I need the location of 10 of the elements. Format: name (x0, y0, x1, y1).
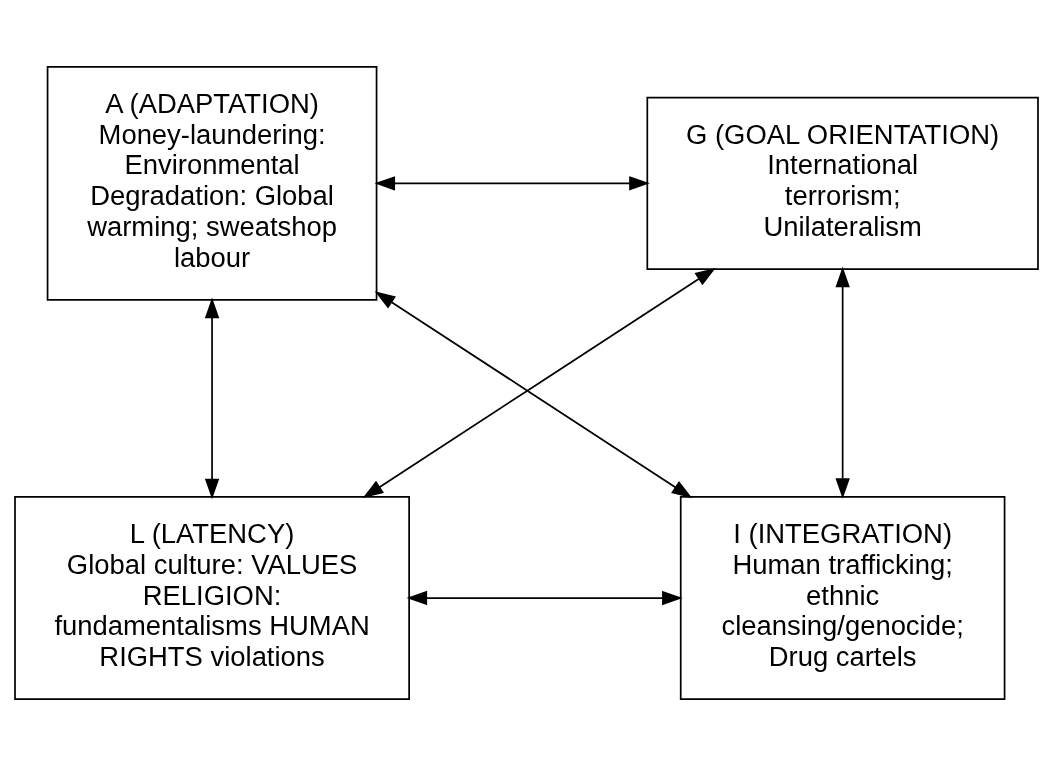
node-box: A (ADAPTATION) Money-laundering: Environmental Degradation: Global warming; sweatshop labour (46, 65, 378, 301)
arrow (374, 290, 693, 498)
node-box: I (INTEGRATION) Human trafficking; ethnic cleansing/genocide; Drug cartels (679, 495, 1006, 700)
node-box: L (LATENCY) Global culture: VALUES RELIGION: fundamentalisms HUMAN RIGHTS violations (14, 495, 410, 700)
arrow (406, 590, 683, 605)
arrow (374, 175, 650, 191)
arrow (362, 267, 716, 498)
arrow (835, 266, 850, 499)
node-box: G (GOAL ORIENTATION) International terrorism; Unilateralism (646, 96, 1039, 270)
arrow (204, 297, 220, 499)
